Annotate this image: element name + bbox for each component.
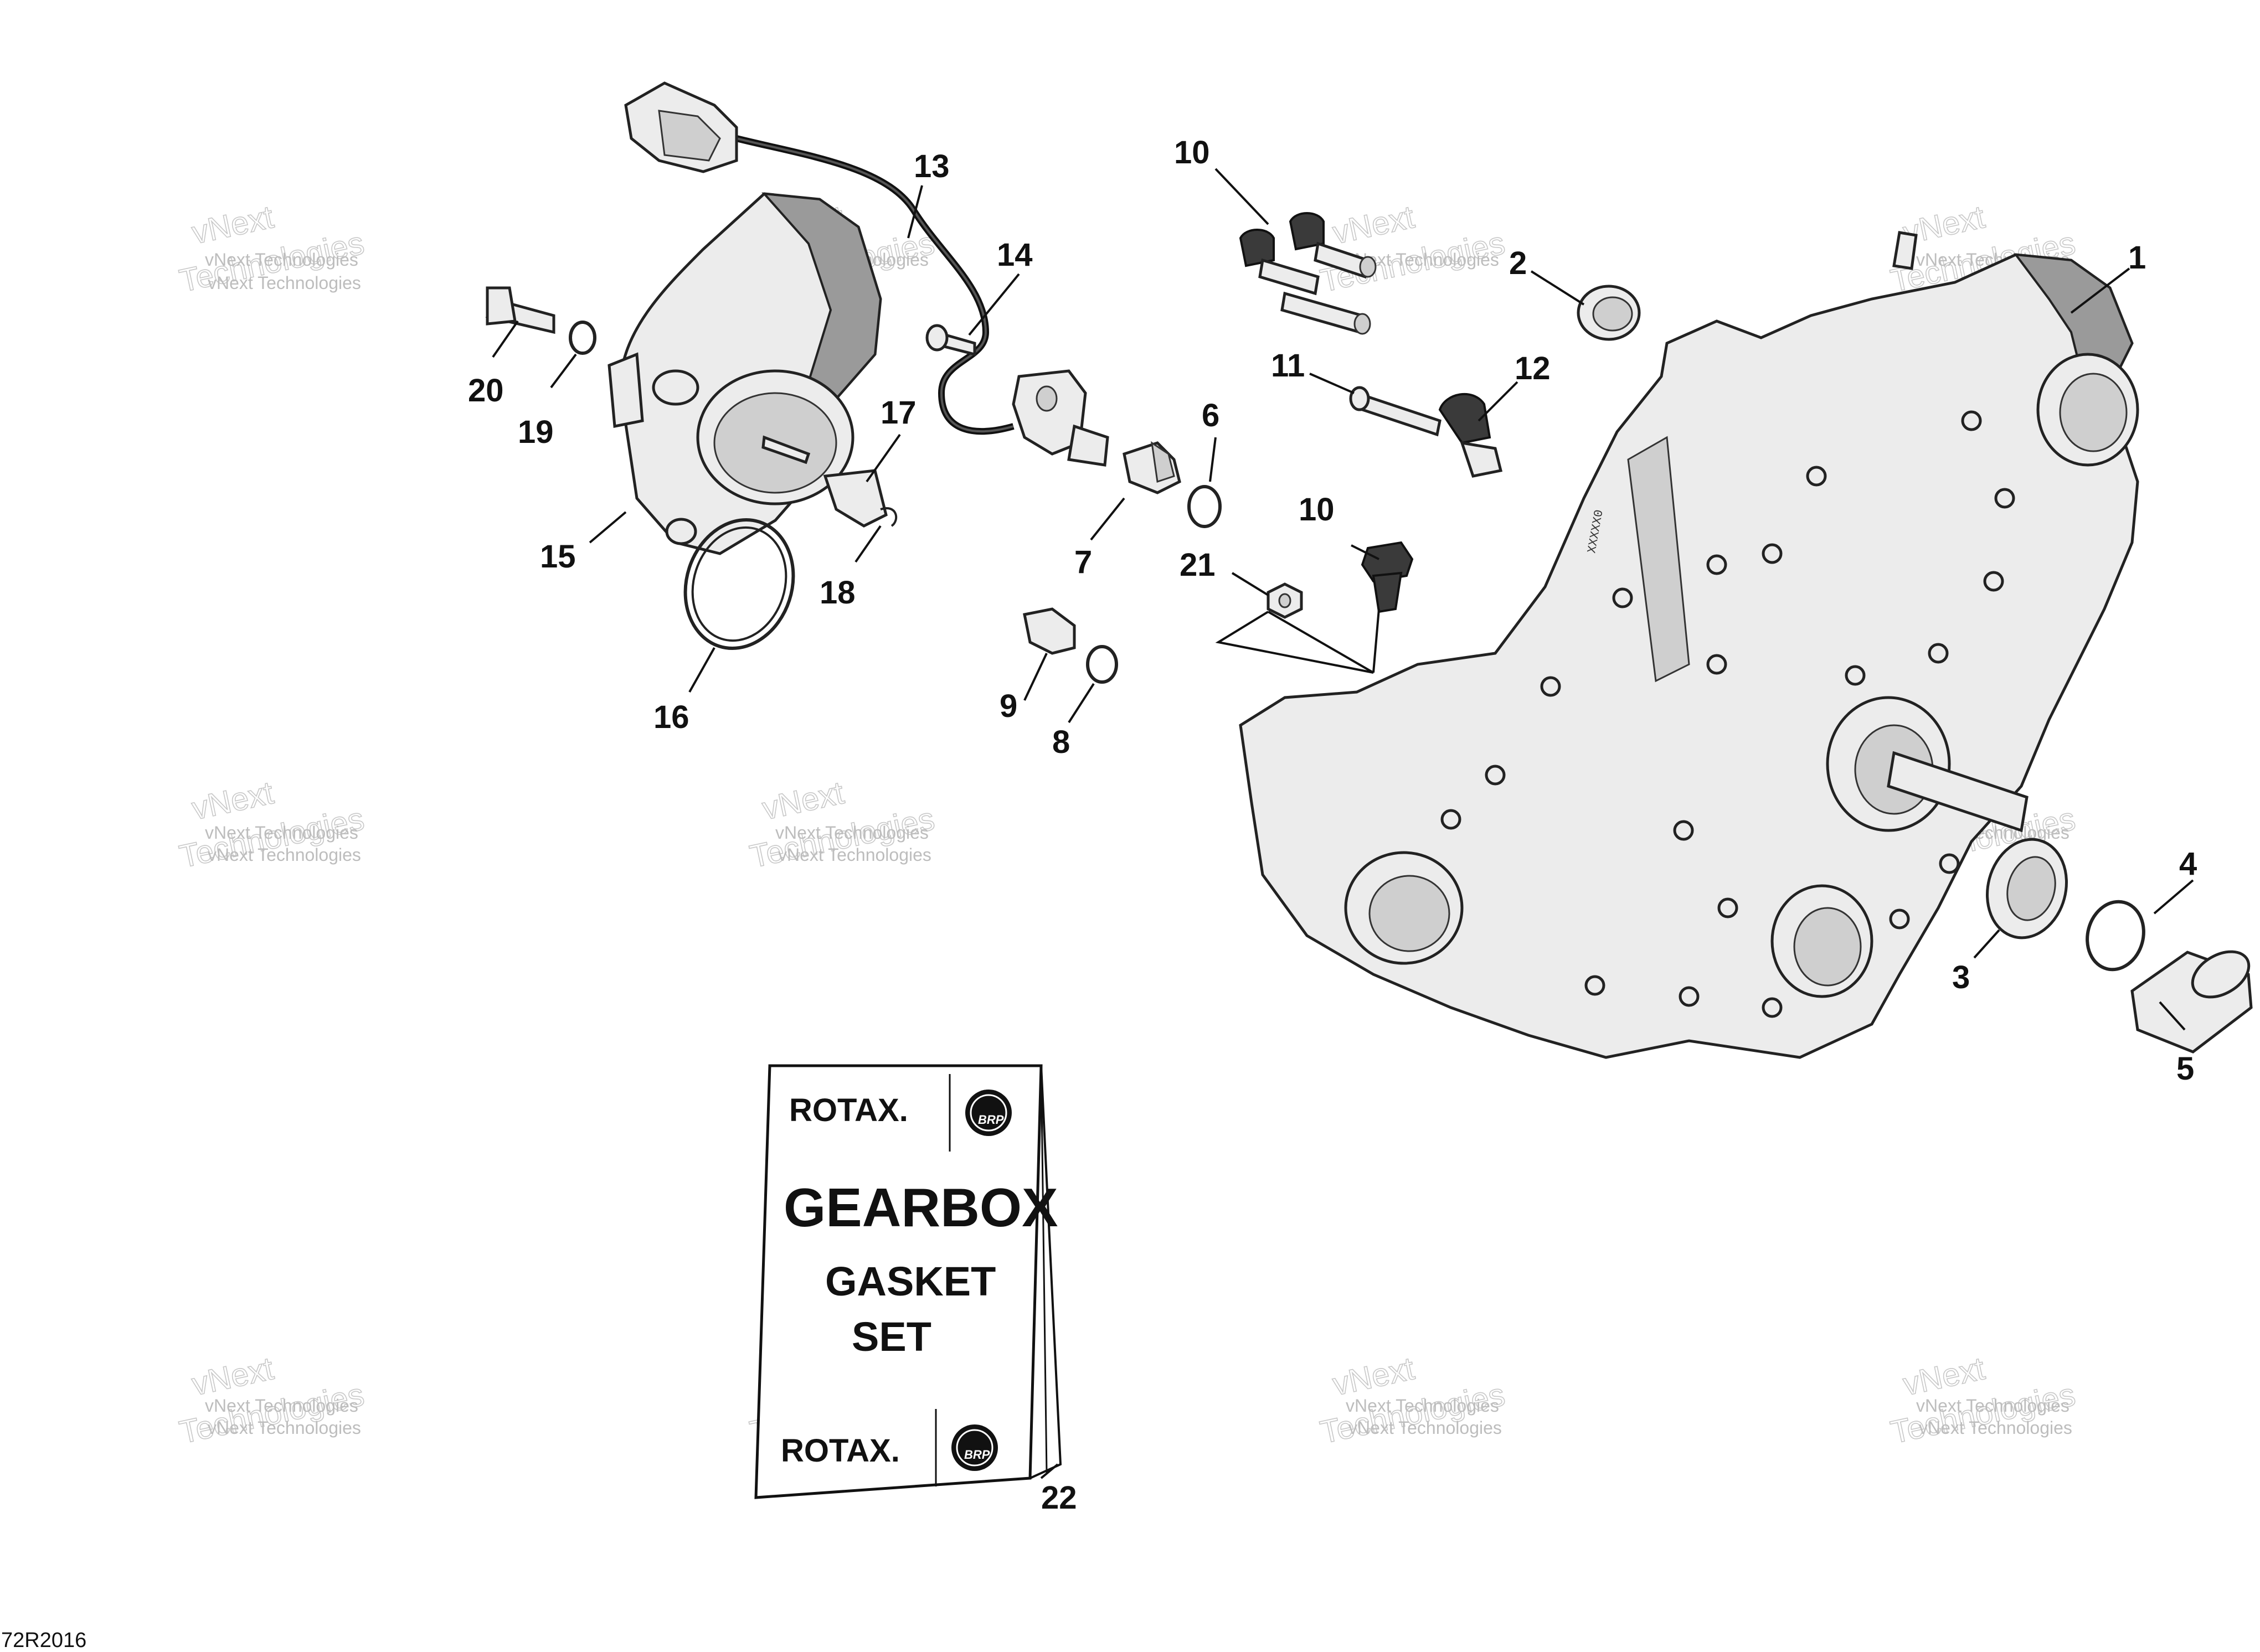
watermark-small: vNext Technologies	[778, 845, 931, 865]
svg-text:BRP: BRP	[978, 1113, 1004, 1127]
washer	[1086, 645, 1118, 684]
washer	[569, 321, 596, 355]
kit-line-gasket: GASKET	[825, 1258, 996, 1304]
watermark-small: vNext Technologies	[1916, 1396, 2069, 1416]
watermark-small: vNext Technologies	[1919, 1418, 2072, 1438]
callout-8: 8	[1052, 724, 1070, 760]
watermark-small: vNext Technologies	[205, 250, 358, 270]
callout-2: 2	[1509, 245, 1527, 281]
callout-7: 7	[1074, 544, 1092, 580]
kit-line-set: SET	[852, 1314, 931, 1360]
breather-plug	[1361, 541, 1414, 613]
watermark-small: vNext Technologies	[208, 845, 361, 865]
watermark-small: vNext Technologies	[205, 1396, 358, 1416]
callout-12: 12	[1515, 350, 1551, 386]
speed-sensor	[1012, 369, 1109, 467]
gearbox-housing: XXXXX0	[1239, 231, 2139, 1059]
bushing	[2130, 950, 2253, 1054]
gasket-set-kit: ROTAX. BRP GEARBOX GASKET SET ROTAX. BRP	[754, 1064, 1062, 1499]
svg-text:vNext: vNext	[189, 775, 277, 827]
callout-4: 4	[2179, 846, 2197, 882]
callout-10-lower: 10	[1299, 492, 1335, 528]
o-ring-small	[2086, 900, 2145, 972]
watermark-small: vNext Technologies	[1348, 1418, 1502, 1438]
watermark-small: vNext Technologies	[208, 273, 361, 293]
clip	[880, 507, 898, 527]
sensor-assembly	[1239, 212, 1377, 335]
svg-text:vNext: vNext	[1900, 1350, 1988, 1402]
callout-5: 5	[2176, 1051, 2194, 1087]
callout-21: 21	[1180, 547, 1216, 583]
svg-text:vNext: vNext	[759, 775, 847, 827]
callout-3: 3	[1952, 959, 1970, 995]
callout-10-top: 10	[1174, 135, 1210, 171]
drain-plug	[1023, 607, 1076, 655]
housing-bolt-heads	[1440, 410, 2015, 1018]
svg-text:vNext: vNext	[1330, 199, 1418, 251]
diagram-code: 72R2016	[1, 1629, 86, 1652]
watermark: vNext Technologies	[1317, 198, 1509, 300]
callout-17: 17	[881, 395, 917, 431]
bracket	[823, 469, 888, 528]
svg-text:vNext: vNext	[189, 1350, 277, 1402]
actuator-housing	[608, 192, 882, 555]
callout-16: 16	[653, 699, 689, 735]
callout-11: 11	[1271, 348, 1305, 384]
callout-15: 15	[540, 539, 576, 575]
callout-6: 6	[1202, 397, 1219, 433]
callout-20: 20	[468, 373, 504, 409]
brp-logo-icon: BRP	[951, 1424, 998, 1471]
kit-brand-top: ROTAX.	[789, 1092, 908, 1128]
bolt	[485, 286, 555, 334]
output-oil-seal	[1985, 838, 2068, 939]
callout-numbers: 1 2 3 4 5 6 7 8 9 10 10 11 12 13 14 15 1…	[468, 135, 2197, 1516]
watermark-small: vNext Technologies	[205, 823, 358, 843]
svg-text:vNext: vNext	[1330, 1350, 1418, 1402]
callout-18: 18	[820, 575, 856, 611]
plug-fitting	[1123, 441, 1181, 494]
kit-brand-bottom: ROTAX.	[781, 1433, 900, 1469]
watermark-small: vNext Technologies	[775, 823, 929, 843]
callout-1: 1	[2128, 240, 2146, 276]
watermark-small: vNext Technologies	[208, 1418, 361, 1438]
brp-logo-icon: BRP	[965, 1090, 1012, 1136]
callout-13: 13	[914, 148, 950, 184]
screw	[925, 324, 976, 357]
kit-title: GEARBOX	[784, 1177, 1058, 1238]
callout-19: 19	[518, 414, 554, 450]
oil-seal	[1577, 285, 1641, 341]
callout-22: 22	[1041, 1480, 1077, 1516]
wiring-harness	[624, 81, 1015, 435]
bolt	[1349, 386, 1442, 437]
callout-14: 14	[997, 237, 1033, 273]
svg-text:vNext: vNext	[189, 199, 277, 251]
cable-clamp	[1438, 393, 1503, 478]
nut	[1267, 582, 1303, 619]
watermark-small: vNext Technologies	[1346, 1396, 1499, 1416]
callout-9: 9	[1000, 688, 1017, 724]
sealing-ring	[1187, 485, 1222, 528]
svg-text:BRP: BRP	[964, 1448, 990, 1462]
leader-lines	[492, 168, 2194, 1479]
o-ring	[683, 518, 795, 651]
